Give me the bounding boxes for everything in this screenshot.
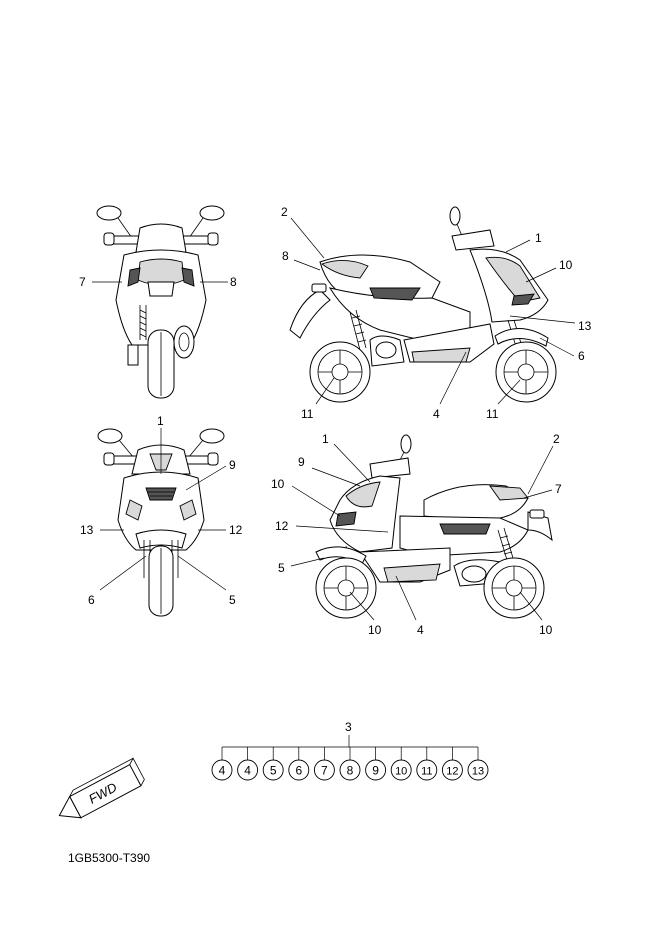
callout-7: 7: [79, 275, 86, 289]
callout-4: 4: [417, 623, 424, 637]
callout-2: 2: [281, 205, 288, 219]
set-item-label: 6: [295, 764, 302, 778]
set-item-circle: [390, 759, 412, 781]
set-item-label: 10: [395, 766, 407, 778]
callout-2: 2: [553, 432, 560, 446]
callout-11: 11: [301, 407, 314, 421]
left-side-view-callouts: 1 2 9 7 10 12 5 10 4 10: [271, 432, 562, 637]
callout-1: 1: [322, 432, 329, 446]
set-item-circle: [339, 759, 361, 781]
callout-1: 1: [535, 231, 542, 245]
callout-10: 10: [559, 258, 573, 272]
set-item-label: 8: [347, 764, 354, 778]
callout-9: 9: [298, 455, 305, 469]
callout-8: 8: [282, 249, 289, 263]
set-item-label: 7: [321, 764, 328, 778]
set-item-circle: [365, 759, 387, 781]
callout-10: 10: [368, 623, 382, 637]
set-item-circle: [467, 759, 489, 781]
set-item-circle: [441, 759, 463, 781]
callout-11: 11: [486, 407, 499, 421]
set-item-label: 12: [446, 766, 458, 778]
right-side-view-scooter: [289, 206, 557, 403]
set-item-circle: [313, 759, 335, 781]
callout-13: 13: [578, 319, 592, 333]
callout-5: 5: [229, 593, 236, 607]
callout-8: 8: [230, 275, 237, 289]
diagram-code: 1GB5300-T390: [68, 851, 150, 865]
callout-13: 13: [80, 523, 94, 537]
set-item-circle: [288, 759, 310, 781]
set-callout-3: 3: [345, 720, 352, 734]
set-item-label: 4: [244, 764, 251, 778]
callout-6: 6: [578, 349, 585, 363]
right-side-view-callouts: 2 8 1 10 13 6 11 4 11: [281, 205, 592, 421]
front-view-callouts: 1 9 13 12 6 5: [80, 414, 243, 607]
callout-10: 10: [271, 477, 285, 491]
decal-set-group: 3 4 4 5 6 7 8 9 10 11 12 13: [211, 720, 489, 781]
set-items: 4 4 5 6 7 8 9 10 11 12 13: [211, 746, 489, 781]
set-item-label: 5: [270, 764, 277, 778]
callout-5: 5: [278, 561, 285, 575]
rear-view-scooter: [96, 205, 225, 399]
callout-1: 1: [157, 414, 164, 428]
set-item-circle: [262, 759, 284, 781]
set-item-label: 13: [472, 766, 484, 778]
set-item-circle: [211, 759, 233, 781]
set-item-label: 4: [219, 764, 226, 778]
set-item-label: 11: [421, 766, 432, 778]
callout-9: 9: [229, 458, 236, 472]
callout-6: 6: [88, 593, 95, 607]
callout-10: 10: [539, 623, 553, 637]
set-item-circle: [416, 759, 438, 781]
set-item-circle: [237, 759, 259, 781]
callout-12: 12: [275, 519, 289, 533]
rear-view-callouts: 7 8: [79, 275, 237, 289]
callout-7: 7: [555, 482, 562, 496]
callout-4: 4: [433, 407, 440, 421]
front-view-scooter: [97, 428, 225, 617]
fwd-arrow-icon: FWD: [58, 757, 145, 819]
callout-12: 12: [229, 523, 243, 537]
set-item-label: 9: [372, 764, 379, 778]
